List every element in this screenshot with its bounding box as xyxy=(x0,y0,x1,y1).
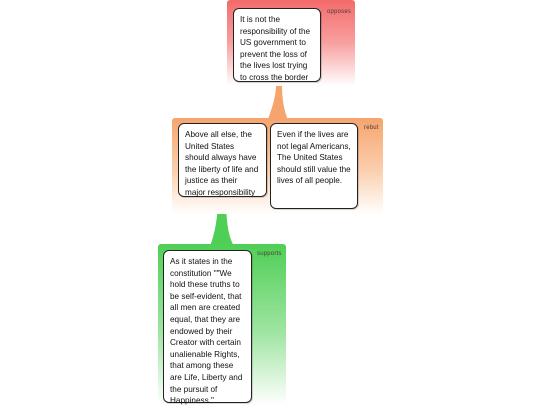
connector-claim-to-support xyxy=(210,196,234,246)
node-rebut[interactable]: Even if the lives are not legal American… xyxy=(270,123,358,209)
tag-opposes: opposes xyxy=(327,9,352,15)
tag-rebut: rebut xyxy=(364,125,379,131)
connector-opposes-to-claim xyxy=(268,84,288,120)
node-opposes[interactable]: It is not the responsibility of the US g… xyxy=(233,8,321,82)
node-supports-text: As it states in the constitution ""We ho… xyxy=(170,257,243,406)
node-claim[interactable]: Above all else, the United States should… xyxy=(178,123,267,197)
node-claim-text: Above all else, the United States should… xyxy=(185,130,259,197)
tag-supports: supports xyxy=(257,251,282,257)
node-supports[interactable]: As it states in the constitution ""We ho… xyxy=(163,250,252,406)
node-rebut-text: Even if the lives are not legal American… xyxy=(277,130,351,186)
node-opposes-text: It is not the responsibility of the US g… xyxy=(240,15,311,82)
